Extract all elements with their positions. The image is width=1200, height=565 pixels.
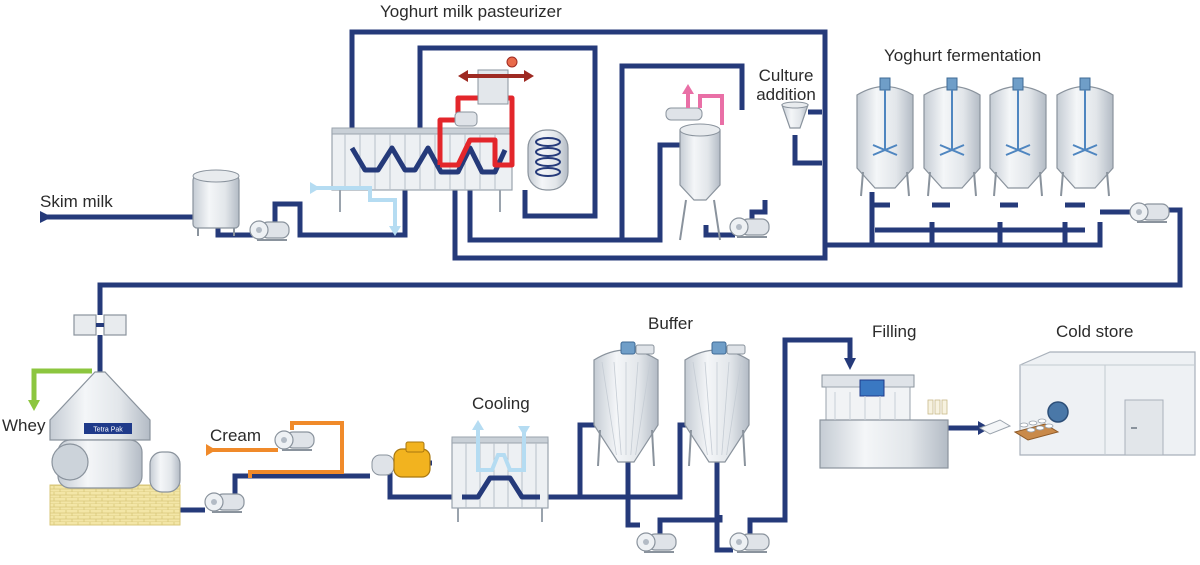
fermentation-tank-3 [989,77,1047,197]
whey-line [28,368,92,411]
agitator-motor-icon [1079,77,1091,91]
pump-icon-2 [729,217,770,238]
culture-dosing-unit [781,101,809,129]
agitator-motor-icon [879,77,891,91]
cooling-heat-exchanger [451,420,549,522]
label-cooling: Cooling [472,394,530,413]
fermentation-tank-2 [923,77,981,197]
label-culture-addition: Culture addition [752,66,820,104]
holding-tube [527,129,569,191]
fermentation-tank-4 [1056,77,1114,197]
heating-circuit [437,56,534,168]
pump-icon-3 [1129,202,1170,223]
duplex-filter [73,314,127,336]
label-skim-milk: Skim milk [40,192,113,211]
pump-icon-6 [636,532,677,553]
fermentation-tanks [856,77,1114,197]
agitator-motor-icon [946,77,958,91]
separator-brand: Tetra Pak [93,427,123,434]
balance-tank [192,169,240,236]
homogenizer [371,441,431,478]
product-pipes [40,29,1183,553]
pump-icon-7 [729,532,770,553]
cooling-water-pasteurizer [310,182,401,236]
pump-icon-1 [249,220,290,241]
pump-icon-4 [204,492,245,513]
tank-motor-icon [711,341,727,355]
buffer-tank-2 [684,341,750,467]
separator: Tetra Pak [49,371,181,526]
label-culture-line2: addition [756,85,816,104]
fermentation-tank-1 [856,77,914,197]
label-cream: Cream [210,426,262,445]
label-fermentation: Yoghurt fermentation [884,46,1042,65]
agitator-motor-icon [1012,77,1024,91]
buffer-tanks [593,341,750,467]
label-buffer: Buffer [648,314,694,333]
pump-icon-5 [274,430,315,451]
filling-machine [819,374,949,469]
tank-motor-icon [620,341,636,355]
label-filling: Filling [872,322,917,341]
pumps [204,202,1170,553]
label-whey: Whey [2,416,46,435]
label-cold-store: Cold store [1056,322,1134,341]
label-culture-line1: Culture [758,66,814,85]
cream-line [206,421,344,478]
label-pasteurizer: Yoghurt milk pasteurizer [380,2,562,21]
deaerator [665,84,724,241]
buffer-tank-1 [593,341,659,467]
cold-store [978,351,1196,456]
